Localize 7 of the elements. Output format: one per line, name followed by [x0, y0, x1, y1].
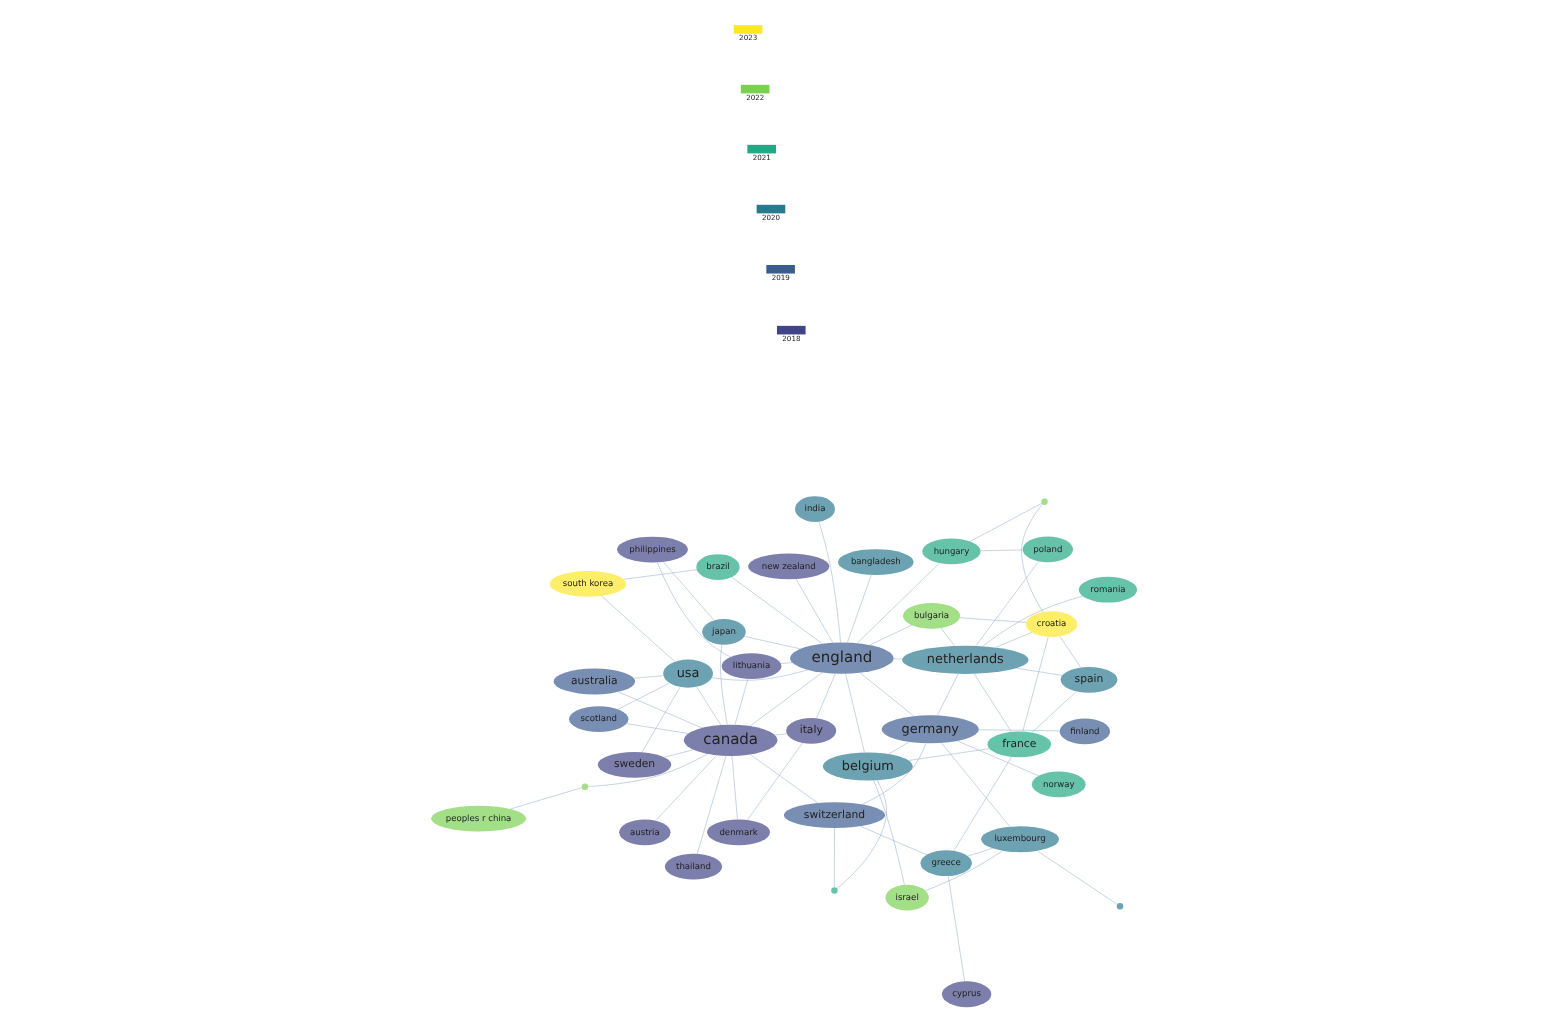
connector	[774, 732, 788, 735]
node-circle	[1041, 497, 1048, 505]
node-circle	[581, 782, 589, 789]
connector	[780, 661, 793, 663]
node-circle	[831, 886, 838, 893]
connector	[893, 657, 903, 659]
node-circle	[1116, 902, 1124, 909]
